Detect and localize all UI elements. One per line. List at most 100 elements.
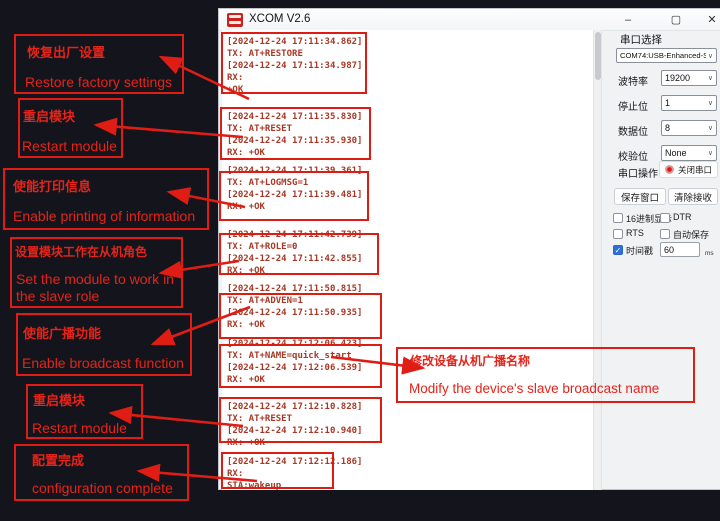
timestamp-label: 时间戳 [626, 246, 654, 256]
log-highlight-box [219, 293, 382, 339]
rts-checkbox[interactable] [613, 229, 623, 239]
timestamp-checkbox[interactable]: ✓ [613, 245, 623, 255]
chevron-down-icon: ∨ [707, 100, 713, 107]
timestamp-interval-input[interactable] [660, 242, 700, 257]
annotation-restore-factory: 恢复出厂设置 Restore factory settings [14, 34, 184, 94]
maximize-button[interactable]: ▢ [670, 14, 682, 26]
terminal-output[interactable] [222, 30, 593, 490]
log-line: [2024-12-24 17:11:50.935] [227, 308, 363, 318]
minimize-button[interactable]: – [624, 14, 632, 26]
log-line: [2024-12-24 17:11:35.830] [227, 112, 363, 122]
log-highlight-box [221, 452, 334, 489]
annotation-zh: 修改设备从机广播名称 [410, 354, 531, 368]
port-select[interactable]: COM74:USB-Enhanced-SE ∨ [616, 48, 717, 63]
log-line: TX: AT+ROLE=0 [227, 242, 298, 252]
parity-value: None [665, 148, 687, 158]
timestamp-unit: ms [705, 250, 714, 257]
port-open-led-icon [664, 165, 674, 174]
annotation-enable-broadcast: 使能广播功能 Enable broadcast function [16, 313, 192, 376]
log-line: TX: AT+NAME=quick_start [227, 351, 352, 361]
databits-value: 8 [665, 123, 671, 133]
annotation-en: Modify the device's slave broadcast name [409, 381, 660, 396]
log-highlight-box [221, 32, 367, 94]
annotation-modify-broadcast-name: 修改设备从机广播名称 Modify the device's slave bro… [396, 347, 695, 403]
annotation-en: Restart module [32, 420, 127, 436]
dtr-label: DTR [673, 212, 692, 222]
port-select-value: COM74:USB-Enhanced-SE [620, 51, 706, 60]
chevron-down-icon: ∨ [707, 150, 713, 157]
log-highlight-box [220, 107, 371, 160]
annotation-zh: 恢复出厂设置 [27, 45, 106, 60]
log-line: TX: AT+LOGMSG=1 [227, 178, 309, 188]
log-line: [2024-12-24 17:11:42.855] [227, 254, 363, 264]
annotation-restart-module-1: 重启模块 Restart module [18, 98, 123, 158]
annotation-zh: 设置模块工作在从机角色 [15, 245, 148, 259]
annotation-en: Enable broadcast function [22, 355, 184, 371]
log-line: [2024-12-24 17:12:10.828] [227, 402, 363, 412]
clear-receive-button[interactable]: 清除接收 [668, 188, 718, 205]
annotation-zh: 配置完成 [32, 453, 85, 468]
port-section-title: 串口选择 [620, 34, 662, 46]
auto-save-checkbox[interactable] [660, 229, 670, 239]
log-line: STA:wakeup [227, 481, 282, 491]
chevron-down-icon: ∨ [707, 125, 713, 132]
annotation-zh: 使能广播功能 [23, 326, 102, 341]
log-line: [2024-12-24 17:11:50.815] [227, 284, 363, 294]
log-line: TX: AT+RESTORE [227, 49, 303, 59]
log-line: [2024-12-24 17:12:12.186] [227, 457, 363, 467]
log-line: [2024-12-24 17:11:34.862] [227, 37, 363, 47]
log-line: [2024-12-24 17:11:39.481] [227, 190, 363, 200]
log-line: RX: +OK [227, 148, 265, 158]
rts-label: RTS [626, 228, 644, 238]
auto-save-label: 自动保存 [673, 230, 710, 240]
log-line: TX: AT+ADVEN=1 [227, 296, 303, 306]
save-window-button[interactable]: 保存窗口 [614, 188, 666, 205]
annotation-config-complete: 配置完成 configuration complete [14, 444, 189, 501]
annotation-zh: 重启模块 [23, 109, 76, 124]
annotation-en: Enable printing of information [13, 208, 196, 224]
baud-value: 19200 [665, 73, 691, 83]
close-button[interactable]: ✕ [707, 14, 717, 26]
annotation-zh: 使能打印信息 [13, 179, 92, 194]
log-highlight-box [219, 397, 382, 443]
close-port-label: 关闭串口 [677, 164, 712, 175]
databits-select[interactable]: 8 ∨ [661, 120, 717, 136]
alientek-logo-icon [227, 13, 243, 27]
parity-label: 校验位 [618, 152, 648, 163]
chevron-down-icon: ∨ [707, 52, 713, 60]
stopbits-select[interactable]: 1 ∨ [661, 95, 717, 111]
log-line: [2024-12-24 17:11:34.987] [227, 61, 363, 71]
chevron-down-icon: ∨ [707, 75, 713, 82]
baud-label: 波特率 [618, 77, 648, 88]
annotation-en: Restore factory settings [25, 74, 173, 90]
annotation-zh: 重启模块 [33, 393, 86, 408]
serial-op-label: 串口操作 [618, 169, 658, 180]
window-title: XCOM V2.6 [249, 13, 311, 25]
stopbits-value: 1 [665, 98, 671, 108]
hex-display-label: 16进制显示 [626, 214, 673, 224]
terminal-scrollbar[interactable] [593, 30, 602, 490]
log-line: [2024-12-24 17:11:35.930] [227, 136, 363, 146]
titlebar[interactable]: XCOM V2.6 – ▢ ✕ [219, 9, 720, 31]
log-line: [2024-12-24 17:12:10.940] [227, 426, 363, 436]
dtr-checkbox[interactable] [660, 213, 670, 223]
parity-select[interactable]: None ∨ [661, 145, 717, 161]
log-line: [2024-12-24 17:12:06.539] [227, 363, 363, 373]
close-port-button[interactable]: 关闭串口 [659, 161, 718, 178]
annotation-slave-role: 设置模块工作在从机角色 Set the module to work in th… [10, 237, 183, 308]
log-highlight-box [219, 171, 369, 221]
annotation-en: configuration complete [32, 480, 173, 496]
stopbits-label: 停止位 [618, 102, 648, 113]
annotation-restart-module-2: 重启模块 Restart module [26, 384, 143, 439]
baud-select[interactable]: 19200 ∨ [661, 70, 717, 86]
annotation-en: Set the module to work in the slave role [16, 271, 174, 304]
log-line: RX: +OK [227, 438, 265, 448]
annotation-en: Restart module [22, 138, 117, 154]
databits-label: 数据位 [618, 127, 648, 138]
log-line: [2024-12-24 17:11:42.739] [227, 230, 363, 240]
log-highlight-box [219, 233, 379, 275]
log-highlight-box [219, 344, 382, 388]
hex-display-checkbox[interactable] [613, 213, 623, 223]
scrollbar-thumb[interactable] [595, 32, 601, 80]
